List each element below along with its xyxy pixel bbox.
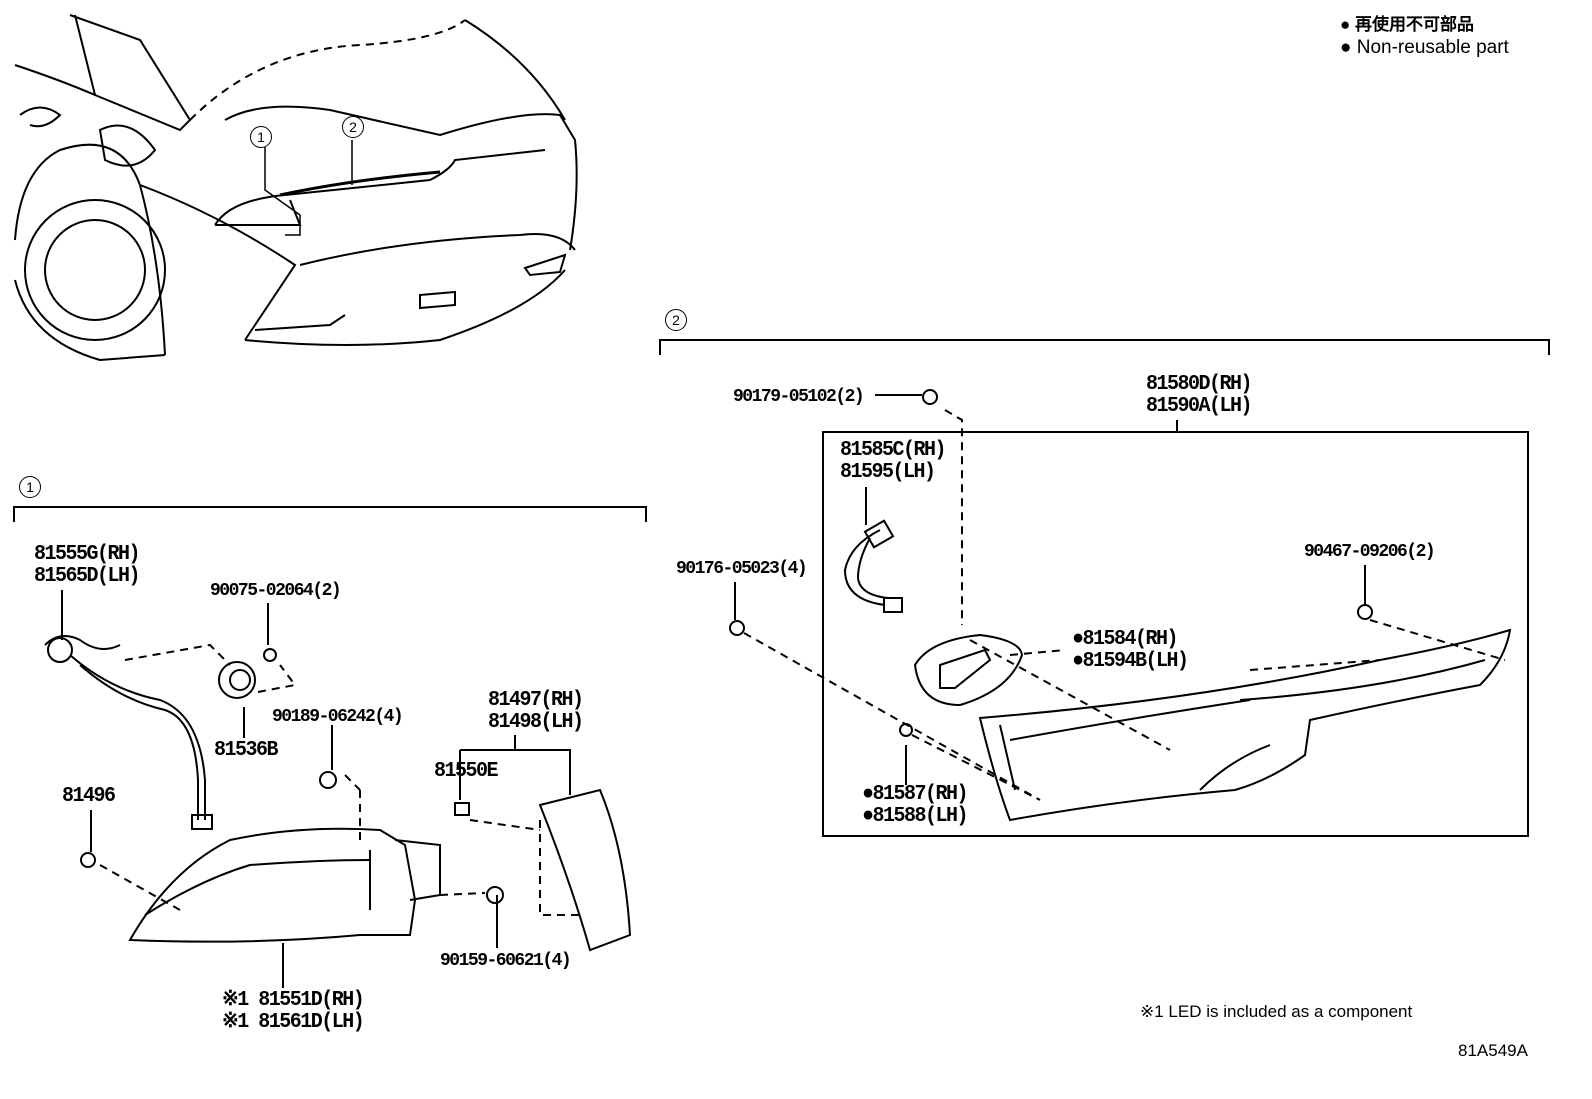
part-label-lamp-assy-lh: 81590A(LH) [1146, 394, 1253, 419]
footnote: ※1 LED is included as a component [1140, 1002, 1413, 1021]
callout-1-vehicle: 1 [250, 126, 272, 148]
part-label-gasket-b-lh: ●81588(LH) [862, 804, 969, 829]
part-label-clip-2: 90467-09206(2) [1304, 541, 1436, 563]
legend-non-reusable-en: ● Non-reusable part [1340, 37, 1509, 58]
part-label-harness2-rh: 81585C(RH) [840, 438, 947, 463]
part-label-lamp-assy-rh: 81580D(RH) [1146, 372, 1253, 397]
part-label-harness-rh: 81555G(RH) [34, 542, 141, 567]
part-label-gasket-rh: ●81584(RH) [1072, 627, 1179, 652]
part-label-bracket-lh: 81498(LH) [488, 710, 584, 735]
legend-non-reusable-ja: ● 再使用不可部品 [1340, 15, 1474, 34]
part-label-bolt: 90075-02064(2) [210, 580, 342, 602]
part-label-socket: 81536B [214, 738, 279, 763]
callout-1-group: 1 [19, 476, 41, 498]
part-label-lamp-rh: ※1 81551D(RH) [222, 988, 365, 1013]
part-label-grommet: 81496 [62, 784, 116, 809]
callout-2-group: 2 [665, 309, 687, 331]
vehicle-rear-illustration [14, 14, 578, 362]
group2-bracket [659, 339, 1550, 355]
part-label-clip: 81550E [434, 759, 499, 784]
part-label-nut-2: 90179-05102(2) [733, 386, 865, 408]
part-label-gasket-lh: ●81594B(LH) [1072, 649, 1189, 674]
callout-2-vehicle: 2 [342, 116, 364, 138]
part-label-nut-b: 90176-05023(4) [676, 558, 808, 580]
part-label-gasket-b-rh: ●81587(RH) [862, 782, 969, 807]
part-label-nut: 90189-06242(4) [272, 706, 404, 728]
part-label-screw: 90159-60621(4) [440, 950, 572, 972]
part-label-harness2-lh: 81595(LH) [840, 460, 936, 485]
part-label-lamp-lh: ※1 81561D(LH) [222, 1010, 365, 1035]
part-label-harness-lh: 81565D(LH) [34, 564, 141, 589]
part-label-bracket-rh: 81497(RH) [488, 688, 584, 713]
group1-bracket [13, 506, 647, 522]
figure-code: 81A549A [1458, 1041, 1528, 1060]
